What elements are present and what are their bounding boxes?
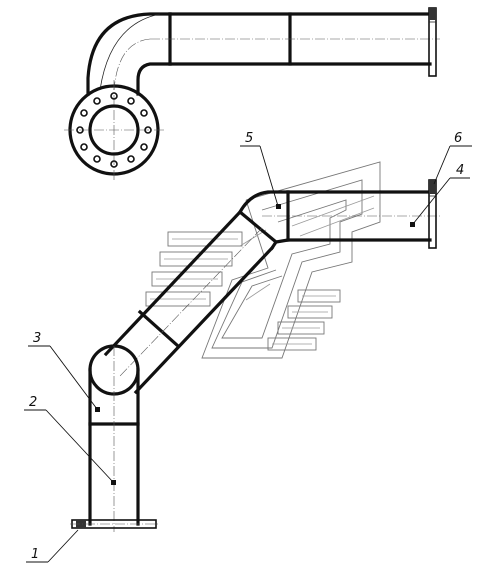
bolt-holes	[76, 92, 152, 168]
callout-2: 2	[29, 395, 37, 410]
main-view	[70, 179, 440, 532]
top-view	[64, 7, 440, 180]
callout-3: 3	[33, 331, 41, 346]
callouts: 1 2 3 4 5 6	[24, 131, 472, 563]
callout-4: 4	[456, 163, 464, 178]
callout-6: 6	[454, 131, 462, 146]
callout-1: 1	[31, 547, 39, 562]
callout-5: 5	[245, 131, 253, 146]
